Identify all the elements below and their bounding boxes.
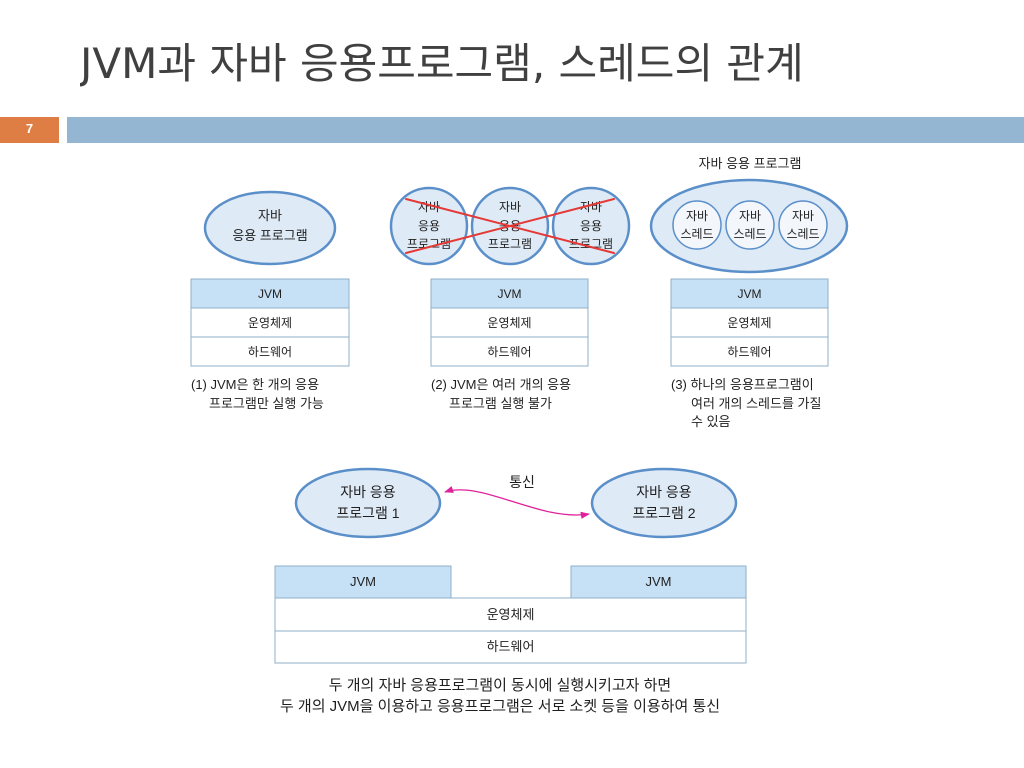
figure-caption-line2: 프로그램만 실행 가능	[209, 396, 324, 411]
os-layer-label: 운영체제	[248, 316, 292, 330]
figure-caption-line3: 수 있음	[691, 414, 731, 429]
java-app-title: 자바 응용 프로그램	[699, 156, 802, 171]
java-app-1-label-line1: 자바 응용	[340, 484, 396, 500]
header-bar	[67, 117, 1024, 143]
jvm-layer	[670, 278, 829, 309]
figure-two-jvms: 자바 응용 프로그램 1 자바 응용 프로그램 2 통신 JVM JVM 운영체…	[274, 467, 747, 715]
figure-caption-line1: (1) JVM은 한 개의 응용	[191, 377, 319, 392]
os-layer	[670, 307, 829, 338]
hardware-layer	[190, 336, 350, 367]
hardware-layer	[430, 336, 589, 367]
figure-single-app: 자바 응용 프로그램 JVM 운영체제 하드웨어 (1) JVM은 한 개의 응…	[190, 190, 350, 411]
jvm-2-layer-label: JVM	[646, 574, 672, 589]
java-app-label-line2: 응용	[580, 219, 602, 233]
java-app-2-label-line1: 자바 응용	[636, 484, 692, 500]
java-app-1-ellipse	[294, 467, 442, 539]
thread-label-line2: 스레드	[786, 227, 819, 241]
java-app-label-line1: 자바	[499, 200, 521, 214]
java-app-1-label-line2: 프로그램 1	[336, 505, 399, 521]
jvm-1-layer	[274, 565, 452, 599]
figure-caption-line1: (3) 하나의 응용프로그램이	[671, 377, 814, 392]
os-layer	[190, 307, 350, 338]
os-layer	[430, 307, 589, 338]
hardware-layer-label: 하드웨어	[487, 345, 531, 359]
jvm-layer-label: JVM	[738, 287, 762, 301]
java-app-label-line1: 자바	[258, 208, 282, 223]
thread-circle	[672, 200, 722, 250]
java-app-2-ellipse	[590, 467, 738, 539]
java-app-circle	[389, 186, 469, 266]
slide-title: JVM과 자바 응용프로그램, 스레드의 관계	[80, 39, 804, 88]
os-layer	[274, 597, 747, 632]
jvm-1-layer-label: JVM	[350, 574, 376, 589]
java-app-label-line3: 프로그램	[488, 237, 532, 251]
hardware-layer-label: 하드웨어	[248, 345, 292, 359]
jvm-layer-label: JVM	[498, 287, 522, 301]
cross-out-mark	[405, 198, 615, 254]
hardware-layer-label: 하드웨어	[487, 639, 535, 654]
thread-label-line1: 자바	[686, 209, 708, 223]
thread-label-line1: 자바	[739, 209, 761, 223]
thread-label-line2: 스레드	[680, 227, 713, 241]
communication-arrow	[444, 486, 590, 519]
java-app-label-line2: 응용	[418, 219, 440, 233]
figure-multiple-apps: 자바 응용 프로그램 자바 응용 프로그램 자바 응용 프로그램 JVM 운영체…	[389, 186, 631, 411]
cross-out-line	[405, 198, 615, 254]
hardware-layer	[274, 630, 747, 664]
os-layer-label: 운영체제	[487, 316, 531, 330]
jvm-2-layer	[570, 565, 747, 599]
thread-label-line2: 스레드	[733, 227, 766, 241]
communication-label: 통신	[509, 474, 535, 490]
java-app-label-line2: 응용 프로그램	[232, 228, 307, 243]
bottom-caption-line1: 두 개의 자바 응용프로그램이 동시에 실행시키고자 하면	[329, 677, 671, 694]
java-app-2-label-line2: 프로그램 2	[632, 505, 695, 521]
thread-circle	[725, 200, 775, 250]
os-layer-label: 운영체제	[487, 607, 535, 622]
figure-caption-line2: 프로그램 실행 불가	[449, 396, 552, 411]
jvm-layer	[430, 278, 589, 309]
jvm-layer-label: JVM	[258, 287, 282, 301]
slide-number-badge: 7	[0, 117, 59, 143]
bottom-caption-line2: 두 개의 JVM을 이용하고 응용프로그램은 서로 소켓 등을 이용하여 통신	[280, 698, 720, 715]
figure-caption-line1: (2) JVM은 여러 개의 응용	[431, 377, 571, 392]
os-layer-label: 운영체제	[727, 316, 771, 330]
thread-label-line1: 자바	[792, 209, 814, 223]
java-app-label-line3: 프로그램	[569, 237, 613, 251]
figure-app-threads: 자바 응용 프로그램 자바 스레드 자바 스레드 자바 스레드 JVM 운영체제…	[649, 156, 849, 429]
hardware-layer-label: 하드웨어	[727, 345, 771, 359]
thread-circle	[778, 200, 828, 250]
figure-caption-line2: 여러 개의 스레드를 가질	[691, 396, 821, 411]
java-app-ellipse	[203, 190, 337, 266]
hardware-layer	[670, 336, 829, 367]
java-app-label-line3: 프로그램	[407, 237, 451, 251]
java-app-circle	[551, 186, 631, 266]
